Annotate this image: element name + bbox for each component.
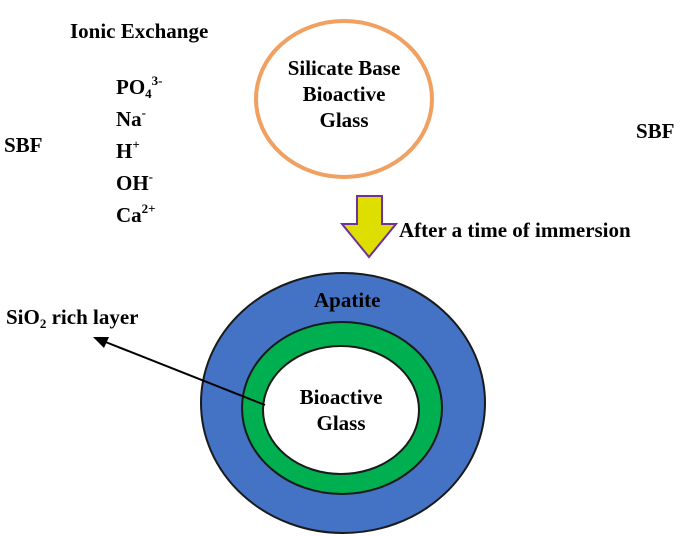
ionic-exchange-label: Ionic Exchange xyxy=(70,19,209,43)
text-line: Silicate Base xyxy=(287,56,401,80)
text-line: Glass xyxy=(319,108,369,132)
ion-charge: 3- xyxy=(151,73,163,88)
ion-item: H+ xyxy=(116,135,163,167)
text-line: Bioactive xyxy=(299,385,383,409)
ion-charge: + xyxy=(132,137,140,152)
apatite-label: Apatite xyxy=(314,288,381,312)
ion-charge: - xyxy=(148,169,154,184)
text-line: Glass xyxy=(316,411,366,435)
ion-list: PO43-Na-H+OH-Ca2+ xyxy=(116,71,163,231)
sio2-pointer-arrowhead-icon xyxy=(93,337,109,348)
ion-charge: 2+ xyxy=(141,201,156,216)
after-immersion-label: After a time of immersion xyxy=(399,218,631,242)
sbf-left-label: SBF xyxy=(4,133,43,157)
ion-item: Ca2+ xyxy=(116,199,163,231)
ion-symbol: PO xyxy=(116,75,146,99)
immersion-arrow-icon xyxy=(339,195,399,259)
text-line: Bioactive xyxy=(302,82,386,106)
ion-item: OH- xyxy=(116,167,163,199)
sio2-pointer-line xyxy=(102,340,266,406)
sio2-rich-layer-label: SiO2 rich layer xyxy=(6,305,139,331)
ion-symbol: OH xyxy=(116,171,149,195)
ion-charge: - xyxy=(141,105,147,120)
ion-subscript: 4 xyxy=(145,86,152,101)
ion-item: PO43- xyxy=(116,71,163,103)
ion-symbol: H xyxy=(116,139,133,163)
bioactive-glass-core xyxy=(262,345,420,475)
sbf-right-label: SBF xyxy=(636,119,675,143)
ion-item: Na- xyxy=(116,103,163,135)
ion-symbol: Ca xyxy=(116,203,142,227)
silicate-glass-particle xyxy=(254,19,434,179)
ion-symbol: Na xyxy=(116,107,142,131)
